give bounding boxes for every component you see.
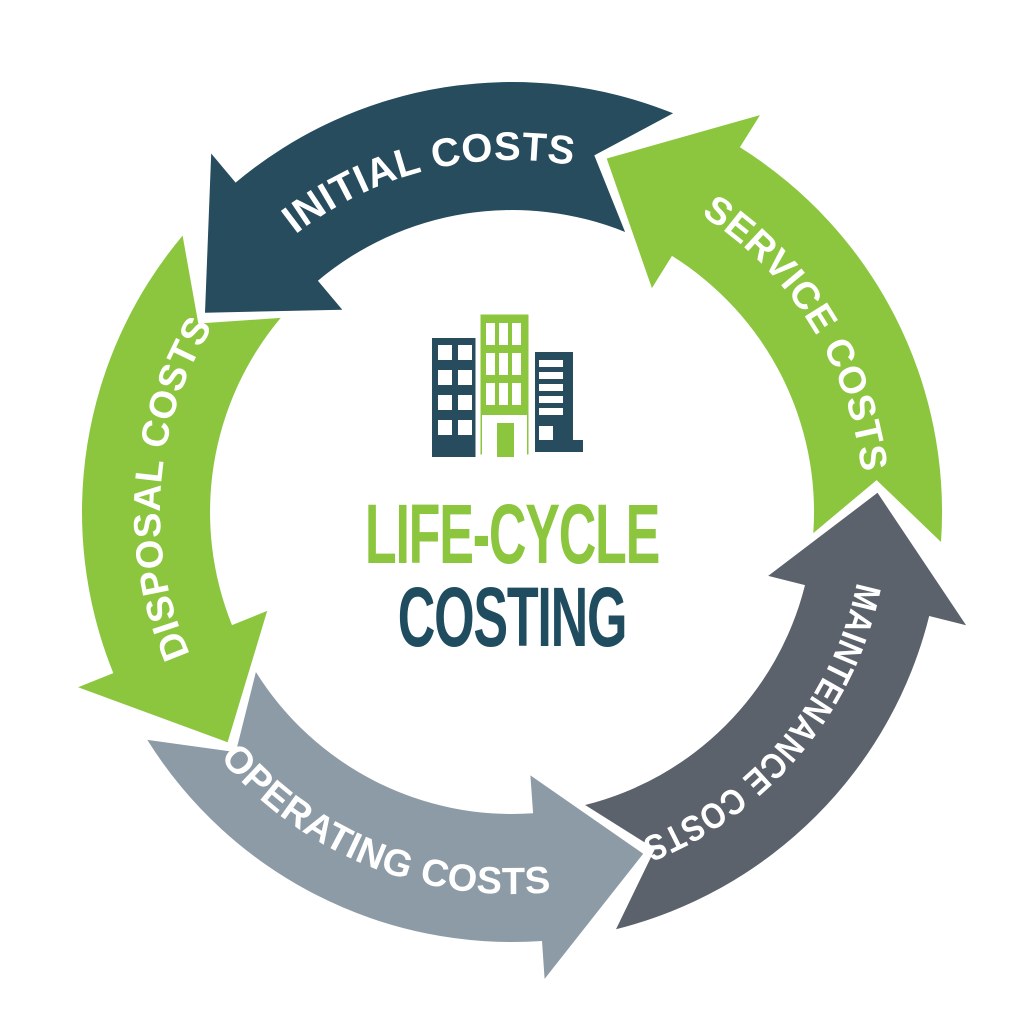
title-line1: LIFE-CYCLE <box>365 487 659 581</box>
title-line2: COSTING <box>398 570 627 664</box>
arrow-initial-costs <box>205 81 674 313</box>
diagram-center: LIFE-CYCLE COSTING <box>365 309 660 664</box>
buildings-icon <box>432 309 583 460</box>
arrow-maintenance-costs <box>585 492 967 930</box>
arrow-disposal-costs <box>78 235 281 743</box>
arrow-service-costs <box>606 115 943 542</box>
arrow-operating-costs <box>147 672 644 979</box>
